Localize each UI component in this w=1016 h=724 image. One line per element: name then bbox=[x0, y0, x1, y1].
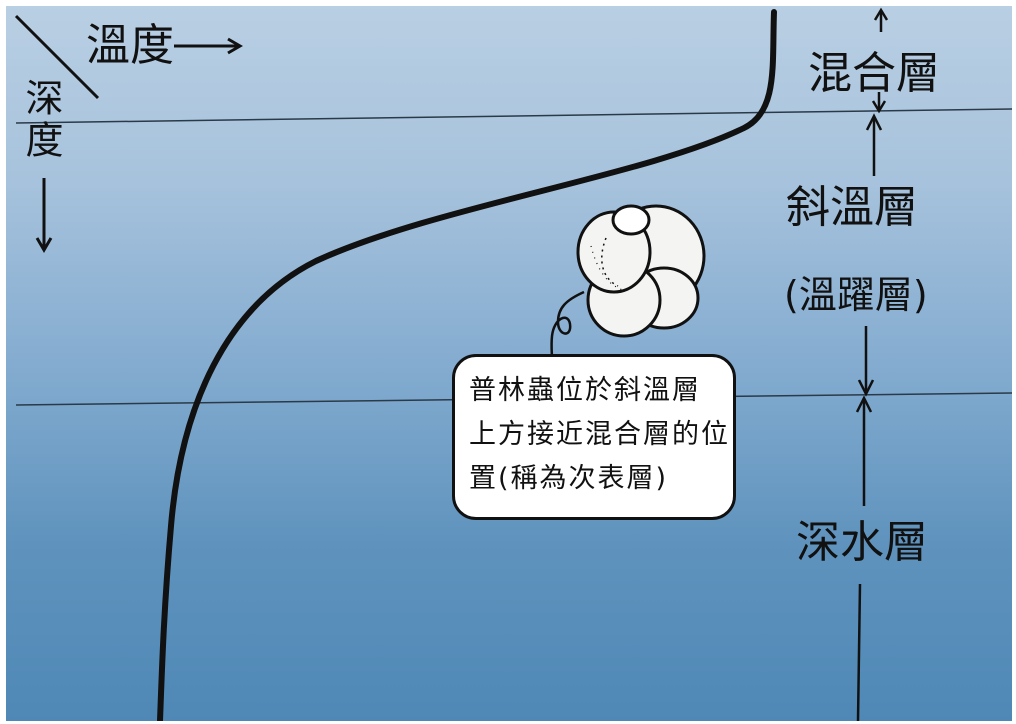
axis-corner-diagonal bbox=[14, 14, 100, 100]
thermocline-alt-label: (溫躍層) bbox=[784, 273, 928, 317]
mixed-layer-boundary bbox=[15, 108, 1012, 124]
callout-pointer bbox=[550, 290, 585, 359]
temperature-label: 溫度 bbox=[86, 20, 174, 71]
foraminifera-icon bbox=[576, 204, 706, 338]
thermocline-arrows bbox=[857, 113, 883, 397]
callout-line-1: 普林蟲位於斜溫層 bbox=[469, 375, 701, 406]
mixed-layer-arrows bbox=[871, 7, 889, 114]
depth-label: 深度 bbox=[19, 78, 63, 162]
diagram-lines bbox=[14, 7, 1012, 721]
diagram-canvas: 溫度 深度 混合層 斜溫層 (溫躍層) 深水層 普林蟲位於斜溫層 上方接近混合層… bbox=[6, 6, 1012, 721]
deep-layer-arrows bbox=[855, 395, 873, 721]
callout-box: 普林蟲位於斜溫層 上方接近混合層的位 置(稱為次表層) bbox=[452, 354, 736, 520]
temperature-profile-curve bbox=[157, 9, 777, 721]
depth-arrow bbox=[35, 178, 53, 253]
deep-layer-label: 深水層 bbox=[796, 517, 928, 568]
mixed-layer-label: 混合層 bbox=[808, 48, 940, 99]
thermocline-label: 斜溫層 bbox=[786, 182, 918, 233]
callout-line-3: 置(稱為次表層) bbox=[469, 463, 669, 494]
temperature-arrow bbox=[174, 37, 243, 55]
callout-line-2: 上方接近混合層的位 bbox=[469, 419, 730, 450]
